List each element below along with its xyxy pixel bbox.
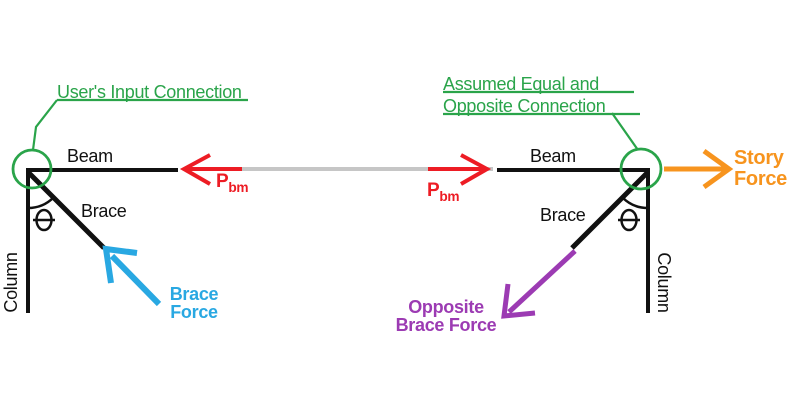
story-force-arrow-icon bbox=[664, 148, 734, 190]
left-beam-force-label: Pbm bbox=[216, 171, 249, 195]
left-callout-leader-line bbox=[31, 99, 58, 151]
right-callout-leader-line bbox=[611, 112, 639, 151]
right-brace-line bbox=[570, 171, 649, 250]
opposite-brace-force-arrow-icon bbox=[501, 249, 577, 319]
left-column-label: Column bbox=[1, 252, 21, 313]
opposite-brace-force-line1: Opposite bbox=[408, 297, 484, 317]
story-force-line1: Story bbox=[734, 147, 784, 169]
right-connection-callout-line1: Assumed Equal and bbox=[443, 74, 600, 94]
left-connection-circle bbox=[11, 148, 53, 190]
brace-force-line1: Brace bbox=[169, 284, 219, 304]
right-column-label: Column bbox=[654, 252, 674, 313]
right-beam-force-symbol: P bbox=[427, 180, 440, 201]
left-beam-force-symbol: P bbox=[216, 171, 229, 192]
right-angle-arc bbox=[621, 196, 649, 210]
right-beam-force-label: Pbm bbox=[427, 180, 460, 204]
right-theta-angle-icon bbox=[618, 208, 640, 232]
right-brace-label: Brace bbox=[540, 205, 586, 225]
brace-force-line2: Force bbox=[170, 302, 218, 322]
right-connection-callout-line2: Opposite Connection bbox=[443, 96, 606, 116]
left-beam-force-subscript: bm bbox=[228, 179, 249, 195]
left-connection-callout: User's Input Connection bbox=[57, 82, 242, 102]
left-beam-force-arrow-icon bbox=[179, 153, 242, 186]
left-brace-label: Brace bbox=[81, 201, 127, 221]
right-beam-force-arrow-icon bbox=[428, 153, 492, 186]
brace-force-arrow-icon bbox=[102, 245, 162, 307]
opposite-brace-force-line2: Brace Force bbox=[395, 314, 497, 335]
story-force-line2: Force bbox=[734, 168, 787, 190]
right-beam-label: Beam bbox=[530, 146, 576, 166]
right-connection-circle bbox=[619, 147, 663, 191]
right-beam-force-subscript: bm bbox=[439, 188, 460, 204]
left-angle-arc bbox=[27, 196, 55, 210]
left-beam-label: Beam bbox=[67, 146, 113, 166]
left-theta-angle-icon bbox=[33, 208, 55, 232]
